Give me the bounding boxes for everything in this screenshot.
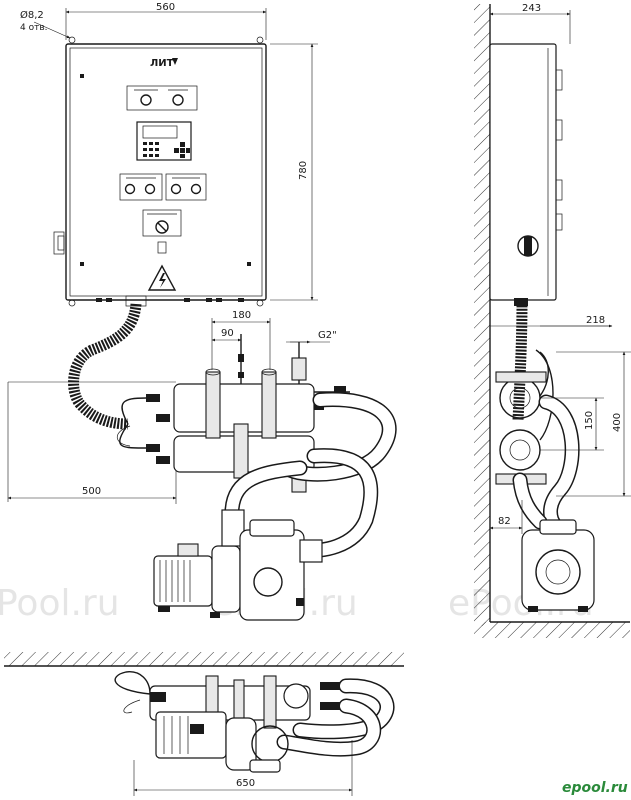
brand-label: ЛИТ <box>150 58 174 69</box>
spacing-90-label: 90 <box>221 328 234 339</box>
control-cabinet-front: ЛИТ <box>53 36 267 307</box>
corner-logo: epool.ru <box>562 780 628 796</box>
return-hoses-front <box>224 392 397 558</box>
cable-conduit <box>68 303 142 430</box>
hole-diameter-label: Ø8,2 <box>20 9 44 21</box>
cabinet-width-label: 560 <box>156 2 175 13</box>
height-400-label: 400 <box>612 413 623 432</box>
depth-243-label: 243 <box>522 3 541 14</box>
offset-218-label: 218 <box>586 315 605 326</box>
high-voltage-icon <box>147 264 177 291</box>
watermark-left: Pool.ru <box>0 583 120 624</box>
uv-reactor-front: 500 <box>7 334 350 504</box>
length-650-label: 650 <box>236 778 255 789</box>
side-view: 243 218 150 400 <box>474 3 631 638</box>
spacing-180-label: 180 <box>232 310 251 321</box>
hole-count-label: 4 отв. <box>20 23 48 33</box>
mount-hole-icon <box>68 36 76 44</box>
pump-front <box>153 509 323 621</box>
offset-82-label: 82 <box>498 516 511 527</box>
cabinet-height-label: 780 <box>298 161 309 180</box>
controller-unit <box>136 121 192 161</box>
pitch-150-label: 150 <box>584 411 595 430</box>
piping-dimensions: 180 90 G2" <box>211 310 337 370</box>
length-500-label: 500 <box>82 486 101 497</box>
cabinet-dimensions: 560 780 Ø8,2 4 отв. <box>20 2 318 301</box>
top-view: 650 <box>4 652 404 796</box>
thread-label: G2" <box>318 330 337 341</box>
